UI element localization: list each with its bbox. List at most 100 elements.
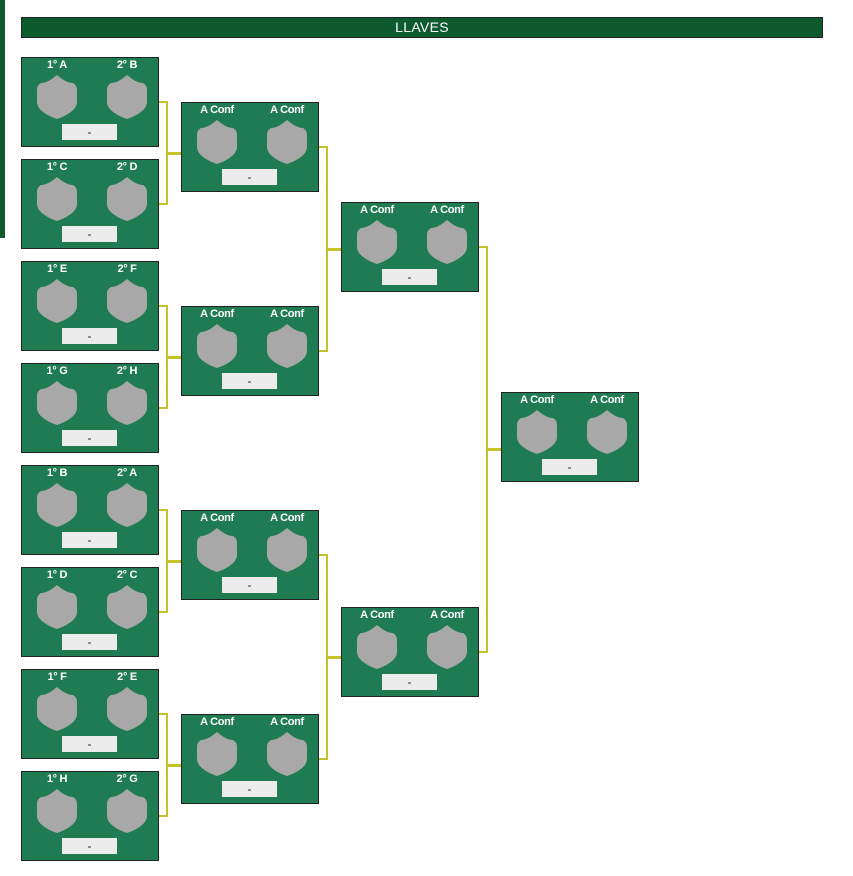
bracket-connector — [159, 407, 167, 409]
bracket-connector — [319, 146, 327, 148]
home-team[interactable]: A Conf — [187, 715, 247, 781]
home-team[interactable]: A Conf — [187, 307, 247, 373]
shield-icon — [356, 624, 398, 670]
shield-icon — [36, 686, 78, 732]
home-team[interactable]: 1° D — [27, 568, 87, 634]
bracket-connector — [159, 815, 167, 817]
home-team[interactable]: 1° B — [27, 466, 87, 532]
home-team[interactable]: 1° F — [27, 670, 87, 736]
shield-icon — [426, 219, 468, 265]
away-team[interactable]: 2° A — [97, 466, 157, 532]
bracket-connector — [166, 559, 181, 563]
home-team[interactable]: 1° A — [27, 58, 87, 124]
score-box: - — [222, 577, 277, 593]
score-box: - — [382, 674, 437, 690]
home-team[interactable]: A Conf — [347, 203, 407, 269]
bracket-connector — [319, 554, 327, 556]
shield-icon — [106, 380, 148, 426]
team-label: A Conf — [270, 716, 304, 728]
score-box: - — [222, 169, 277, 185]
shield-icon — [106, 482, 148, 528]
shield-icon — [196, 731, 238, 777]
score-box: - — [222, 373, 277, 389]
bracket-connector — [159, 203, 167, 205]
score-box: - — [62, 634, 117, 650]
match-card[interactable]: A Conf A Conf - — [181, 102, 319, 192]
home-team[interactable]: 1° E — [27, 262, 87, 328]
team-label: A Conf — [270, 512, 304, 524]
home-team[interactable]: 1° H — [27, 772, 87, 838]
team-label: A Conf — [200, 512, 234, 524]
away-team[interactable]: A Conf — [257, 103, 317, 169]
home-team[interactable]: 1° G — [27, 364, 87, 430]
shield-icon — [196, 119, 238, 165]
away-team[interactable]: A Conf — [577, 393, 637, 459]
home-team[interactable]: A Conf — [507, 393, 567, 459]
away-team[interactable]: A Conf — [417, 608, 477, 674]
team-label: A Conf — [590, 394, 624, 406]
away-team[interactable]: A Conf — [417, 203, 477, 269]
score-box: - — [222, 781, 277, 797]
shield-icon — [36, 176, 78, 222]
away-team[interactable]: 2° H — [97, 364, 157, 430]
away-team[interactable]: 2° E — [97, 670, 157, 736]
shield-icon — [196, 527, 238, 573]
shield-icon — [106, 584, 148, 630]
team-label: 2° H — [116, 365, 138, 377]
away-team[interactable]: 2° F — [97, 262, 157, 328]
shield-icon — [36, 278, 78, 324]
shield-icon — [106, 278, 148, 324]
bracket-connector — [166, 355, 181, 359]
team-label: 1° H — [46, 773, 68, 785]
away-team[interactable]: 2° B — [97, 58, 157, 124]
team-label: A Conf — [270, 104, 304, 116]
score-box: - — [62, 532, 117, 548]
match-card[interactable]: A Conf A Conf - — [181, 510, 319, 600]
page-title: LLAVES — [21, 17, 823, 38]
team-label: A Conf — [360, 204, 394, 216]
home-team[interactable]: A Conf — [347, 608, 407, 674]
bracket-connector — [479, 651, 487, 653]
shield-icon — [266, 731, 308, 777]
home-team[interactable]: A Conf — [187, 103, 247, 169]
shield-icon — [106, 176, 148, 222]
shield-icon — [196, 323, 238, 369]
team-label: 2° B — [116, 59, 138, 71]
team-label: A Conf — [360, 609, 394, 621]
bracket-connector — [159, 101, 167, 103]
away-team[interactable]: 2° G — [97, 772, 157, 838]
team-label: A Conf — [200, 104, 234, 116]
away-team[interactable]: 2° D — [97, 160, 157, 226]
match-card[interactable]: 1° D 2° C - — [21, 567, 159, 657]
score-box: - — [62, 226, 117, 242]
bracket-connector — [166, 763, 181, 767]
score-box: - — [62, 328, 117, 344]
team-label: 2° C — [116, 569, 138, 581]
away-team[interactable]: 2° C — [97, 568, 157, 634]
shield-icon — [106, 686, 148, 732]
bracket-connector — [479, 246, 487, 248]
team-label: A Conf — [520, 394, 554, 406]
home-team[interactable]: A Conf — [187, 511, 247, 577]
away-team[interactable]: A Conf — [257, 511, 317, 577]
shield-icon — [356, 219, 398, 265]
left-accent-stripe — [0, 0, 5, 238]
bracket-connector — [319, 350, 327, 352]
away-team[interactable]: A Conf — [257, 307, 317, 373]
shield-icon — [266, 323, 308, 369]
home-team[interactable]: 1° C — [27, 160, 87, 226]
shield-icon — [586, 409, 628, 455]
away-team[interactable]: A Conf — [257, 715, 317, 781]
